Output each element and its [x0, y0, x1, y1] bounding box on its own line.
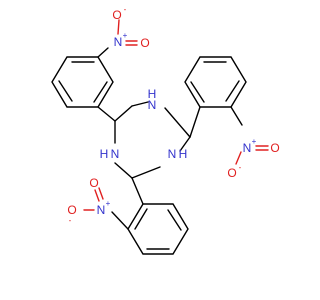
substituent-bond	[97, 106, 116, 122]
nitro-o-double-bond	[94, 189, 100, 202]
ring-h-label: H	[148, 87, 157, 101]
atom-label-layer: H N N H N H N + O - O N + O O - N + O O …	[67, 5, 279, 225]
nitro-n-label: N	[114, 35, 123, 49]
benzene-ring-upper-right	[184, 56, 247, 108]
ring-h-label: H	[100, 147, 109, 161]
nitro-o-label: O	[227, 166, 236, 180]
minus-charge-label: -	[239, 163, 242, 172]
aromatic-bond	[225, 80, 240, 102]
minus-charge-label: -	[69, 216, 72, 225]
benzene-ring-lower	[127, 203, 189, 255]
ring-bond	[114, 105, 133, 122]
bond-layer	[51, 19, 269, 255]
molecule-structure-diagram: H N N H N H N + O - O N + O O - N + O O …	[51, 5, 280, 255]
ring-bond	[131, 166, 161, 179]
nitro-o-label: O	[140, 36, 149, 50]
nitro-n-label: N	[243, 141, 252, 155]
ring-n-label: N	[111, 147, 120, 161]
ring-bond	[164, 107, 191, 138]
aromatic-bond	[93, 81, 108, 103]
ring-h-label: H	[179, 147, 188, 161]
nitro-o-label: O	[67, 203, 76, 217]
nitro-o-label: O	[270, 141, 279, 155]
nitro-bond	[111, 211, 129, 230]
ring-n-label: N	[168, 147, 177, 161]
nitro-bond	[230, 106, 243, 126]
minus-charge-label: -	[124, 5, 127, 14]
nitro-o-label: O	[89, 176, 98, 190]
nitro-bond	[97, 47, 109, 58]
aromatic-bond	[134, 208, 148, 230]
nitro-o-label: O	[112, 8, 121, 22]
substituent-bond	[131, 177, 144, 205]
plus-charge-label: +	[252, 137, 257, 146]
plus-charge-label: +	[106, 199, 111, 208]
substituent-bond	[189, 106, 201, 138]
aromatic-bond	[167, 209, 182, 231]
nitro-o-bond	[117, 19, 120, 35]
ring-bond	[114, 162, 133, 179]
nitro-n-label: N	[97, 203, 106, 217]
nitro-o-bond	[235, 151, 242, 165]
nitro-o-double-bond	[98, 187, 104, 200]
ring-bond	[131, 101, 149, 107]
plus-charge-label: +	[123, 31, 128, 40]
benzene-ring-upper-left	[51, 56, 114, 108]
aromatic-bond	[58, 80, 73, 102]
aromatic-bond	[190, 81, 205, 103]
ring-bond	[179, 136, 191, 152]
ring-n-label: N	[148, 98, 157, 112]
